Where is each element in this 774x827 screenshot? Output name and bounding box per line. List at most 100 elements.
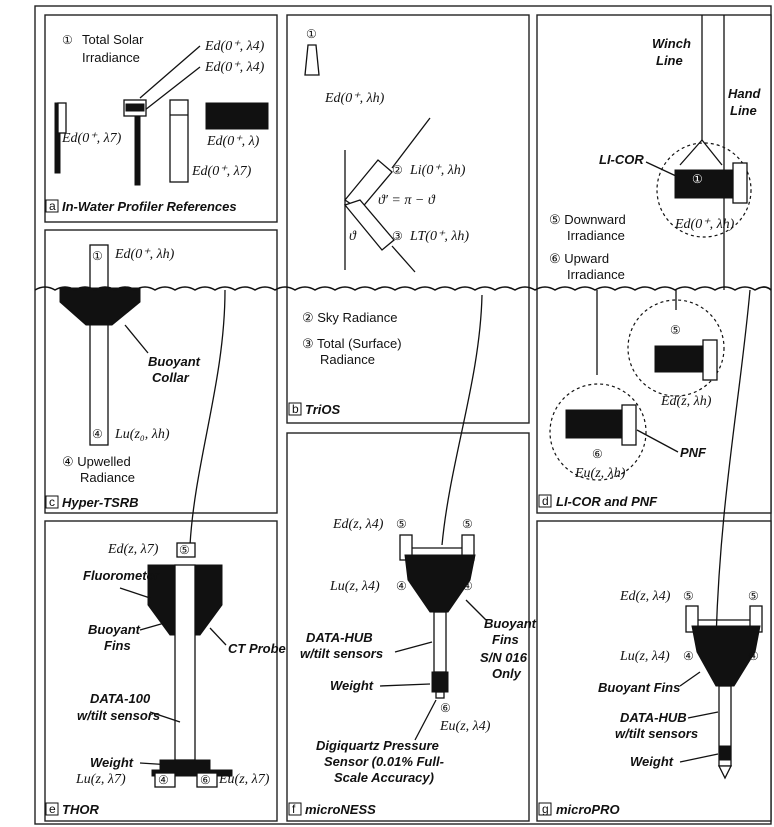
panel-c-eq4: Lu(z₀, λh) — [114, 427, 170, 442]
panel-a-mid-head-band — [126, 104, 144, 111]
panel-a: ① Total Solar Irradiance Ed(0⁺, λ4) Ed(0… — [45, 15, 277, 222]
panel-e-letter: e — [49, 802, 56, 816]
panel-d-down-line2: Irradiance — [567, 228, 625, 243]
panel-e-fins-line2: Fins — [104, 638, 131, 653]
panel-d-inst5-body — [655, 346, 703, 372]
panel-d-licor-label: LI-COR — [599, 152, 644, 167]
panel-a-eq-left: Ed(0⁺, λ7) — [61, 131, 122, 146]
panel-e-num6: ⑥ — [200, 773, 211, 787]
panel-c-num1: ① — [92, 249, 103, 263]
panel-a-mid-pole — [135, 115, 140, 185]
panel-d-inst6-body — [566, 410, 622, 438]
panel-c-collar-line2: Collar — [152, 370, 190, 385]
panel-b-eq2: Li(0⁺, λh) — [409, 163, 466, 178]
panel-b-title: TriOS — [305, 402, 340, 417]
panel-g-dh-line1: DATA-HUB — [620, 710, 687, 725]
panel-g-letter: g — [542, 802, 549, 816]
panel-g-weight: Weight — [630, 754, 674, 769]
panel-e-dh-line1: DATA-100 — [90, 691, 151, 706]
panel-d-num6: ⑥ — [592, 447, 603, 461]
panel-c-title: Hyper-TSRB — [62, 495, 139, 510]
panel-f-weight: Weight — [330, 678, 374, 693]
panel-b: ① Ed(0⁺, λh) ② Li(0⁺, λh) ϑ′ = π − ϑ ϑ ③… — [287, 15, 529, 423]
panel-d-inst6-side — [622, 405, 636, 445]
panel-e-tube — [175, 565, 195, 760]
panel-e-num5: ⑤ — [179, 543, 190, 557]
panel-e-weight: Weight — [90, 755, 134, 770]
panel-g-num4b: ④ — [748, 649, 759, 663]
panel-e-eq-bl: Lu(z, λ7) — [75, 772, 126, 787]
panel-b-legend2: ② Sky Radiance — [302, 310, 397, 325]
panel-a-label1-line1: Total Solar — [82, 32, 144, 47]
panel-f-dq-line3: Scale Accuracy) — [334, 770, 434, 785]
panel-d-eq5: Ed(z, λh) — [660, 394, 712, 409]
panel-d-licor-side — [733, 163, 747, 203]
panel-g-title: microPRO — [556, 802, 620, 817]
panel-b-legend3-line2: Radiance — [320, 352, 375, 367]
panel-g-num4a: ④ — [683, 649, 694, 663]
panel-f-num6: ⑥ — [440, 701, 451, 715]
panel-f-num4b: ④ — [462, 579, 473, 593]
panel-b-num1: ① — [306, 27, 317, 41]
panel-a-eq-top1: Ed(0⁺, λ4) — [204, 39, 265, 54]
panel-e-weight-bar — [160, 760, 210, 770]
panel-d-title: LI-COR and PNF — [556, 494, 658, 509]
panel-d-letter: d — [542, 494, 549, 508]
panel-f-fins-line2: Fins — [492, 632, 519, 647]
panel-a-left-sensor-head — [58, 103, 66, 133]
panel-c-tube — [90, 245, 108, 445]
panel-d-num5: ⑤ — [670, 323, 681, 337]
panel-d-down-line1: ⑤ Downward — [549, 212, 626, 227]
panel-e-num4: ④ — [158, 773, 169, 787]
panel-e-fins-line1: Buoyant — [88, 622, 141, 637]
panel-b-angle-eq: ϑ′ = π − ϑ — [378, 193, 436, 208]
panel-a-label1-line2: Irradiance — [82, 50, 140, 65]
panel-d-pnf: PNF — [680, 445, 707, 460]
panel-f-num5b: ⑤ — [462, 517, 473, 531]
panel-g-eq-lu: Lu(z, λ4) — [619, 649, 670, 664]
panel-b-eq1: Ed(0⁺, λh) — [324, 91, 385, 106]
panel-c: ① Ed(0⁺, λh) Buoyant Collar ④ Lu(z₀, λh)… — [45, 230, 277, 513]
panel-a-eq-right: Ed(0⁺, λ) — [206, 134, 260, 149]
panel-b-num2: ② — [392, 163, 403, 177]
panel-d-num1: ① — [692, 172, 703, 186]
panel-b-num3: ③ — [392, 229, 403, 243]
panel-f-sn-line2: Only — [492, 666, 522, 681]
panel-c-up-line1: ④ Upwelled — [62, 454, 131, 469]
panel-f-fins-line1: Buoyant — [484, 616, 537, 631]
panel-f-eq-ed: Ed(z, λ4) — [332, 517, 384, 532]
panel-a-letter: a — [49, 199, 56, 213]
panel-b-letter: b — [292, 402, 299, 416]
panel-e-ct: CT Probe — [228, 641, 286, 656]
panel-d-winch-line1: Winch — [652, 36, 691, 51]
panel-e-eq-br: Eu(z, λ7) — [218, 772, 270, 787]
panel-d-up-line1: ⑥ Upward — [549, 251, 609, 266]
panel-c-up-line2: Radiance — [80, 470, 135, 485]
panel-b-legend3-line1: ③ Total (Surface) — [302, 336, 402, 351]
panel-d-hand-line2: Line — [730, 103, 757, 118]
panel-f-hub-tube — [434, 612, 446, 672]
panel-a-title: In-Water Profiler References — [62, 199, 237, 214]
panel-d-winch-line2: Line — [656, 53, 683, 68]
panel-f-weight-block — [432, 672, 448, 692]
panel-f-dq-line2: Sensor (0.01% Full- — [324, 754, 444, 769]
panel-d-inst5-side — [703, 340, 717, 380]
panel-f-num4a: ④ — [396, 579, 407, 593]
panel-f-num5a: ⑤ — [396, 517, 407, 531]
panel-e-fluor: Fluorometer — [83, 568, 160, 583]
panel-c-eq1: Ed(0⁺, λh) — [114, 247, 175, 262]
panel-e-eq-top: Ed(z, λ7) — [107, 542, 159, 557]
panel-g-num5a: ⑤ — [683, 589, 694, 603]
panel-f-dq-line1: Digiquartz Pressure — [316, 738, 439, 753]
panel-a-box-sensor — [206, 103, 268, 129]
panel-a-eq-mid: Ed(0⁺, λ7) — [191, 164, 252, 179]
panel-b-sensor1 — [305, 45, 319, 75]
panel-f-pressure-sensor — [436, 692, 444, 698]
panel-a-tube-sensor — [170, 100, 188, 182]
panel-g-num5b: ⑤ — [748, 589, 759, 603]
panel-d-up-line2: Irradiance — [567, 267, 625, 282]
panel-g-weight-block — [719, 746, 731, 760]
panel-g-eq-ed: Ed(z, λ4) — [619, 589, 671, 604]
panel-f-dh-line1: DATA-HUB — [306, 630, 373, 645]
